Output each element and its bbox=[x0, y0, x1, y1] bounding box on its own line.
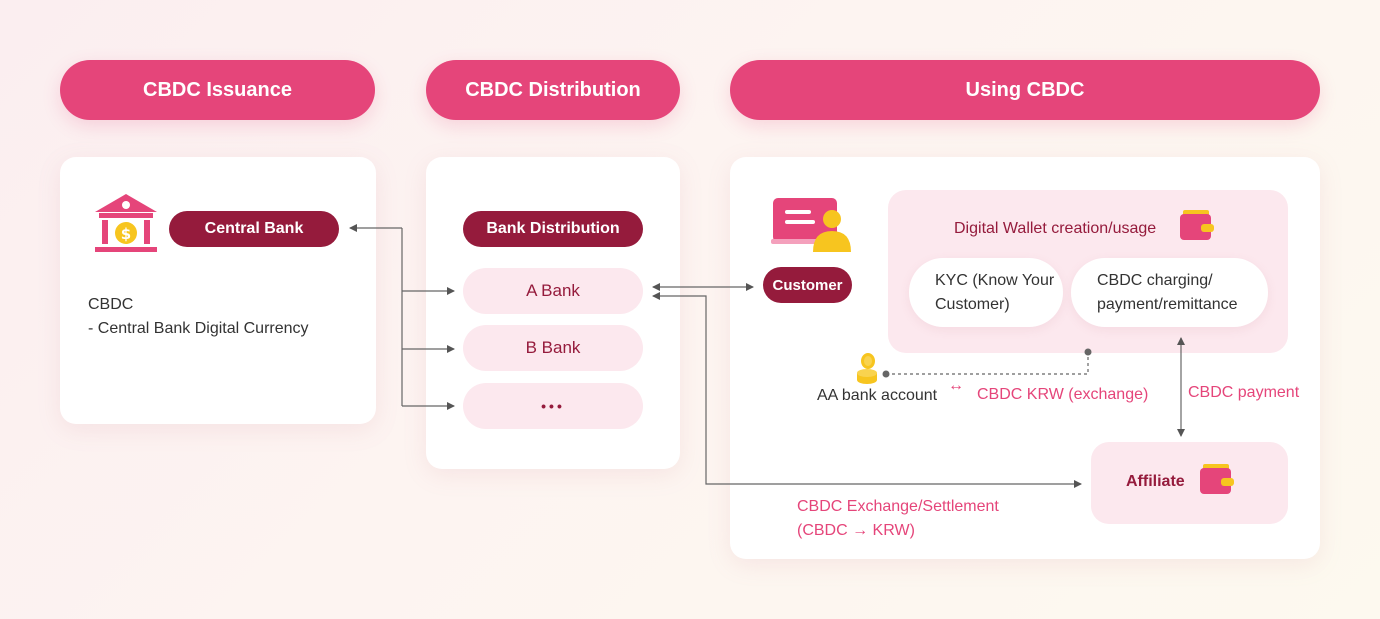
charging-line-2: payment/remittance bbox=[1097, 295, 1238, 313]
kyc-line-1: KYC (Know Your bbox=[935, 271, 1055, 289]
bank-distribution-label: Bank Distribution bbox=[463, 211, 643, 247]
central-bank-label: Central Bank bbox=[169, 211, 339, 247]
bank-building-icon: $ bbox=[95, 194, 157, 252]
charging-line-1: CBDC charging/ bbox=[1097, 271, 1213, 289]
affiliate-label: Affiliate bbox=[1126, 473, 1185, 490]
settlement-line-1: CBDC Exchange/Settlement bbox=[797, 498, 999, 515]
coin-stack-icon bbox=[857, 353, 877, 384]
a-bank-pill: A Bank bbox=[463, 268, 643, 314]
charging-bubble: CBDC charging/ payment/remittance bbox=[1071, 258, 1268, 327]
cbdc-payment-label: CBDC payment bbox=[1188, 384, 1300, 401]
affiliate-wallet-icon bbox=[1200, 464, 1234, 494]
kyc-bubble: KYC (Know Your Customer) bbox=[909, 258, 1063, 327]
header-cbdc-issuance: CBDC Issuance bbox=[60, 60, 375, 120]
exchange-arrow-icon: ↔ bbox=[948, 377, 964, 394]
customer-label: Customer bbox=[763, 267, 852, 303]
wallet-icon bbox=[1180, 210, 1214, 240]
aa-bank-account-label: AA bank account bbox=[817, 387, 938, 404]
more-banks-pill: ••• bbox=[463, 383, 643, 429]
settlement-line-2: (CBDC → KRW) bbox=[797, 522, 915, 539]
affiliate-panel bbox=[1091, 442, 1288, 524]
header-cbdc-distribution: CBDC Distribution bbox=[426, 60, 680, 120]
customer-card-icon bbox=[771, 198, 851, 252]
header-using-cbdc: Using CBDC bbox=[730, 60, 1320, 120]
svg-text:$: $ bbox=[121, 225, 131, 243]
kyc-line-2: Customer) bbox=[935, 295, 1010, 313]
cbdc-term: CBDC bbox=[88, 296, 134, 313]
cbdc-definition: - Central Bank Digital Currency bbox=[88, 320, 309, 337]
wallet-title: Digital Wallet creation/usage bbox=[954, 220, 1157, 237]
cbdc-krw-exchange-label: CBDC KRW (exchange) bbox=[977, 386, 1149, 403]
issuance-card bbox=[60, 157, 376, 424]
b-bank-pill: B Bank bbox=[463, 325, 643, 371]
